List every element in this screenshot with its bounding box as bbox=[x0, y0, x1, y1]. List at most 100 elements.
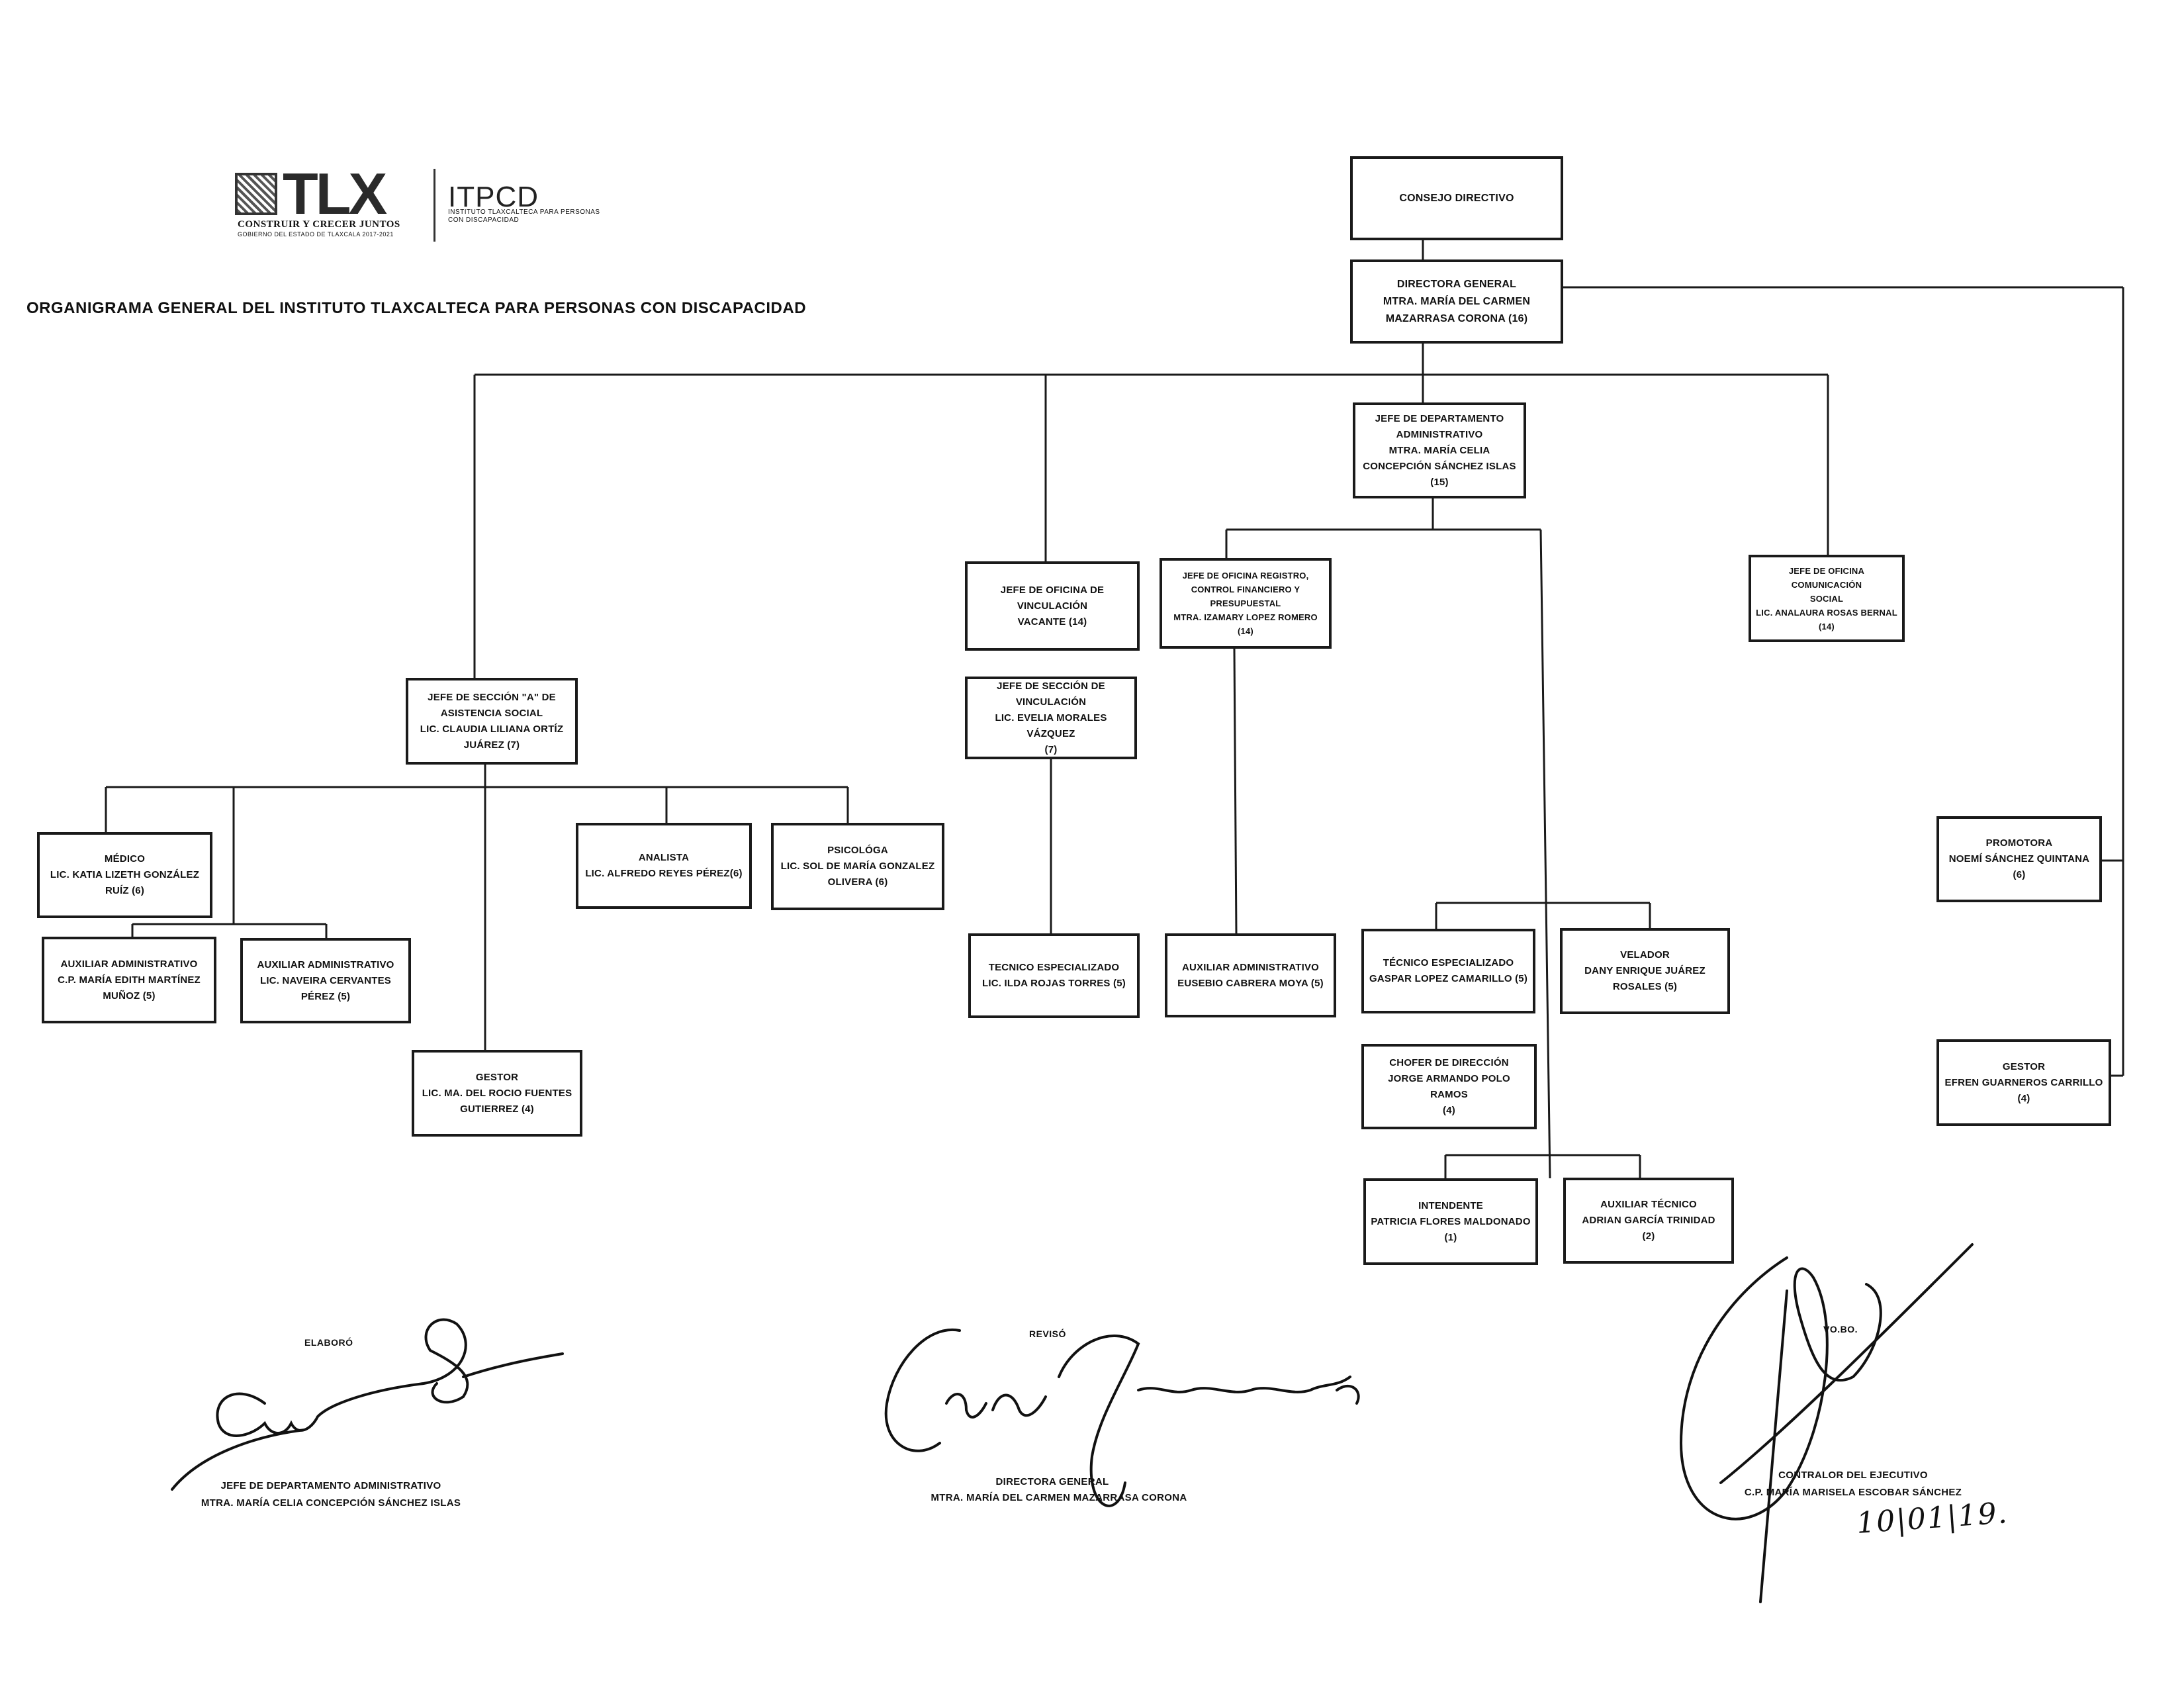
logo: TLX CONSTRUIR Y CRECER JUNTOS GOBIERNO D… bbox=[235, 165, 606, 242]
signature-reviso bbox=[884, 1328, 1360, 1507]
signature-name-vobo: C.P. MARÍA MARISELA ESCOBAR SÁNCHEZ bbox=[1744, 1487, 1962, 1498]
org-box-line: CONSEJO DIRECTIVO bbox=[1399, 192, 1514, 204]
org-box-line: GESTOR bbox=[2002, 1060, 2046, 1072]
org-box-line: VINCULACIÓN bbox=[1015, 696, 1087, 708]
org-box-line: LIC. EVELIA MORALES VÁZQUEZ bbox=[995, 712, 1107, 739]
org-box-line: JEFE DE SECCIÓN "A" DE bbox=[428, 691, 556, 703]
org-box-line: C.P. MARÍA EDITH MARTÍNEZ bbox=[58, 974, 201, 986]
org-box-line: JEFE DE OFICINA DE bbox=[1000, 584, 1105, 596]
org-box-line: (4) bbox=[1443, 1104, 1455, 1116]
org-box-line: ADMINISTRATIVO bbox=[1396, 428, 1483, 440]
org-box-line: LIC. CLAUDIA LILIANA ORTÍZ bbox=[420, 723, 564, 735]
org-box-line: ANALISTA bbox=[638, 852, 690, 863]
org-box-line: LIC. MA. DEL ROCIO FUENTES bbox=[422, 1087, 572, 1099]
org-box-gestor-1: GESTOR LIC. MA. DEL ROCIO FUENTES GUTIERRE… bbox=[412, 1050, 582, 1137]
org-box-directora: DIRECTORA GENERAL MTRA. MARÍA DEL CARMEN M… bbox=[1350, 259, 1563, 344]
org-box-line: DIRECTORA GENERAL bbox=[1396, 278, 1517, 290]
org-box-line: PÉREZ (5) bbox=[300, 990, 351, 1002]
org-box-line: ASISTENCIA SOCIAL bbox=[440, 707, 543, 719]
org-box-line: MAZARRASA CORONA (16) bbox=[1385, 312, 1528, 324]
org-box-line: LIC. SOL DE MARÍA GONZALEZ bbox=[780, 861, 935, 872]
org-box-line: VELADOR bbox=[1620, 949, 1670, 961]
connector-line bbox=[1539, 529, 1551, 1179]
org-box-gestor-2: GESTOR EFREN GUARNEROS CARRILLO (4) bbox=[1936, 1039, 2111, 1126]
org-box-line: ADRIAN GARCÍA TRINIDAD bbox=[1582, 1215, 1715, 1226]
org-box-line: ROSALES (5) bbox=[1612, 981, 1678, 992]
org-box-line: (4) bbox=[2017, 1092, 2030, 1104]
org-box-line: (6) bbox=[2013, 869, 2026, 880]
org-box-line: LIC. NAVEIRA CERVANTES bbox=[259, 974, 392, 986]
org-box-line: VACANTE (14) bbox=[1017, 616, 1087, 628]
org-box-registro: JEFE DE OFICINA REGISTRO, CONTROL FINANCI… bbox=[1160, 558, 1332, 649]
org-box-line: CHOFER DE DIRECCIÓN bbox=[1389, 1056, 1509, 1068]
org-box-line: LIC. ALFREDO REYES PÉREZ(6) bbox=[585, 868, 743, 879]
org-box-chofer: CHOFER DE DIRECCIÓN JORGE ARMANDO POLO RA… bbox=[1361, 1044, 1537, 1129]
org-box-line: PRESUPUESTAL bbox=[1210, 598, 1281, 608]
signature-name-reviso: MTRA. MARÍA DEL CARMEN MAZARRASA CORONA bbox=[931, 1492, 1187, 1503]
document-title: ORGANIGRAMA GENERAL DEL INSTITUTO TLAXCA… bbox=[26, 299, 807, 317]
org-box-vinculacion: JEFE DE OFICINA DE VINCULACIÓN VACANTE (14… bbox=[965, 561, 1140, 651]
signature-label-vobo: VO.BO. bbox=[1823, 1324, 1858, 1335]
org-box-line: GASPAR LOPEZ CAMARILLO (5) bbox=[1369, 973, 1528, 984]
org-box-velador: VELADOR DANY ENRIQUE JUÁREZ ROSALES (5) bbox=[1560, 928, 1730, 1014]
logo-institute: INSTITUTO TLAXCALTECA PARA PERSONAS CON … bbox=[448, 209, 600, 224]
org-box-line: INTENDENTE bbox=[1418, 1199, 1483, 1211]
signature-role-reviso: DIRECTORA GENERAL bbox=[995, 1476, 1109, 1487]
signature-vobo bbox=[1679, 1243, 1974, 1603]
org-box-seccion-a: JEFE DE SECCIÓN "A" DE ASISTENCIA SOCIAL L… bbox=[406, 678, 578, 765]
org-box-line: JEFE DE OFICINA REGISTRO, bbox=[1182, 571, 1309, 581]
org-box-analista: ANALISTA LIC. ALFREDO REYES PÉREZ(6) bbox=[576, 823, 752, 909]
org-box-line: MUÑOZ (5) bbox=[103, 990, 156, 1002]
logo-brand: TLX bbox=[283, 161, 387, 226]
org-box-line: DANY ENRIQUE JUÁREZ bbox=[1584, 965, 1706, 976]
org-box-intendente: INTENDENTE PATRICIA FLORES MALDONADO (1) bbox=[1363, 1178, 1538, 1265]
org-box-line: PATRICIA FLORES MALDONADO bbox=[1371, 1215, 1531, 1227]
signature-role-vobo: CONTRALOR DEL EJECUTIVO bbox=[1778, 1470, 1928, 1481]
org-box-line: JUÁREZ (7) bbox=[463, 739, 520, 751]
org-box-line: PROMOTORA bbox=[1985, 837, 2053, 849]
logo-acronym: ITPCD bbox=[448, 181, 539, 213]
org-box-tecnico-2: TÉCNICO ESPECIALIZADO GASPAR LOPEZ CAMARI… bbox=[1361, 929, 1535, 1013]
org-box-line: VINCULACIÓN bbox=[1017, 600, 1088, 612]
signature-name-elaboro: MTRA. MARÍA CELIA CONCEPCIÓN SÁNCHEZ ISL… bbox=[201, 1497, 461, 1509]
org-box-line: CONTROL FINANCIERO Y bbox=[1191, 585, 1300, 594]
signature-role-elaboro: JEFE DE DEPARTAMENTO ADMINISTRATIVO bbox=[220, 1480, 441, 1491]
org-box-line: MÉDICO bbox=[104, 853, 146, 865]
org-box-line: JEFE DE SECCIÓN DE bbox=[997, 680, 1105, 692]
org-box-line: AUXILIAR ADMINISTRATIVO bbox=[1181, 961, 1320, 973]
connector-line bbox=[1233, 648, 1238, 934]
org-box-line: CONCEPCIÓN SÁNCHEZ ISLAS bbox=[1363, 460, 1516, 472]
org-box-line: GESTOR bbox=[475, 1071, 519, 1083]
org-box-line: (2) bbox=[1642, 1231, 1655, 1242]
signature-elaboro bbox=[171, 1318, 564, 1491]
org-box-line: TÉCNICO ESPECIALIZADO bbox=[1383, 957, 1514, 968]
org-box-line: (14) bbox=[1819, 621, 1835, 632]
org-box-line: NOEMÍ SÁNCHEZ QUINTANA bbox=[1948, 853, 2090, 865]
org-box-line: GUTIERREZ (4) bbox=[460, 1103, 534, 1115]
org-box-line: JEFE DE DEPARTAMENTO bbox=[1375, 412, 1504, 424]
org-box-consejo: CONSEJO DIRECTIVO bbox=[1350, 156, 1563, 240]
logo-slogan: CONSTRUIR Y CRECER JUNTOS bbox=[238, 219, 400, 230]
org-box-line: MTRA. MARÍA DEL CARMEN bbox=[1383, 295, 1531, 307]
org-box-line: PSICOLÓGA bbox=[827, 845, 888, 856]
org-box-promotora: PROMOTORA NOEMÍ SÁNCHEZ QUINTANA (6) bbox=[1936, 816, 2102, 902]
org-box-line: (14) bbox=[1238, 626, 1253, 636]
org-box-line: EFREN GUARNEROS CARRILLO bbox=[1944, 1076, 2103, 1088]
org-box-line: (1) bbox=[1444, 1231, 1457, 1243]
org-box-line: AUXILIAR ADMINISTRATIVO bbox=[257, 959, 394, 970]
org-box-line: LIC. ILDA ROJAS TORRES (5) bbox=[982, 978, 1126, 989]
signature-label-reviso: REVISÓ bbox=[1029, 1329, 1066, 1339]
org-box-line: JORGE ARMANDO POLO RAMOS bbox=[1388, 1072, 1510, 1100]
logo-divider bbox=[433, 169, 435, 242]
org-box-line: (7) bbox=[1044, 743, 1058, 755]
